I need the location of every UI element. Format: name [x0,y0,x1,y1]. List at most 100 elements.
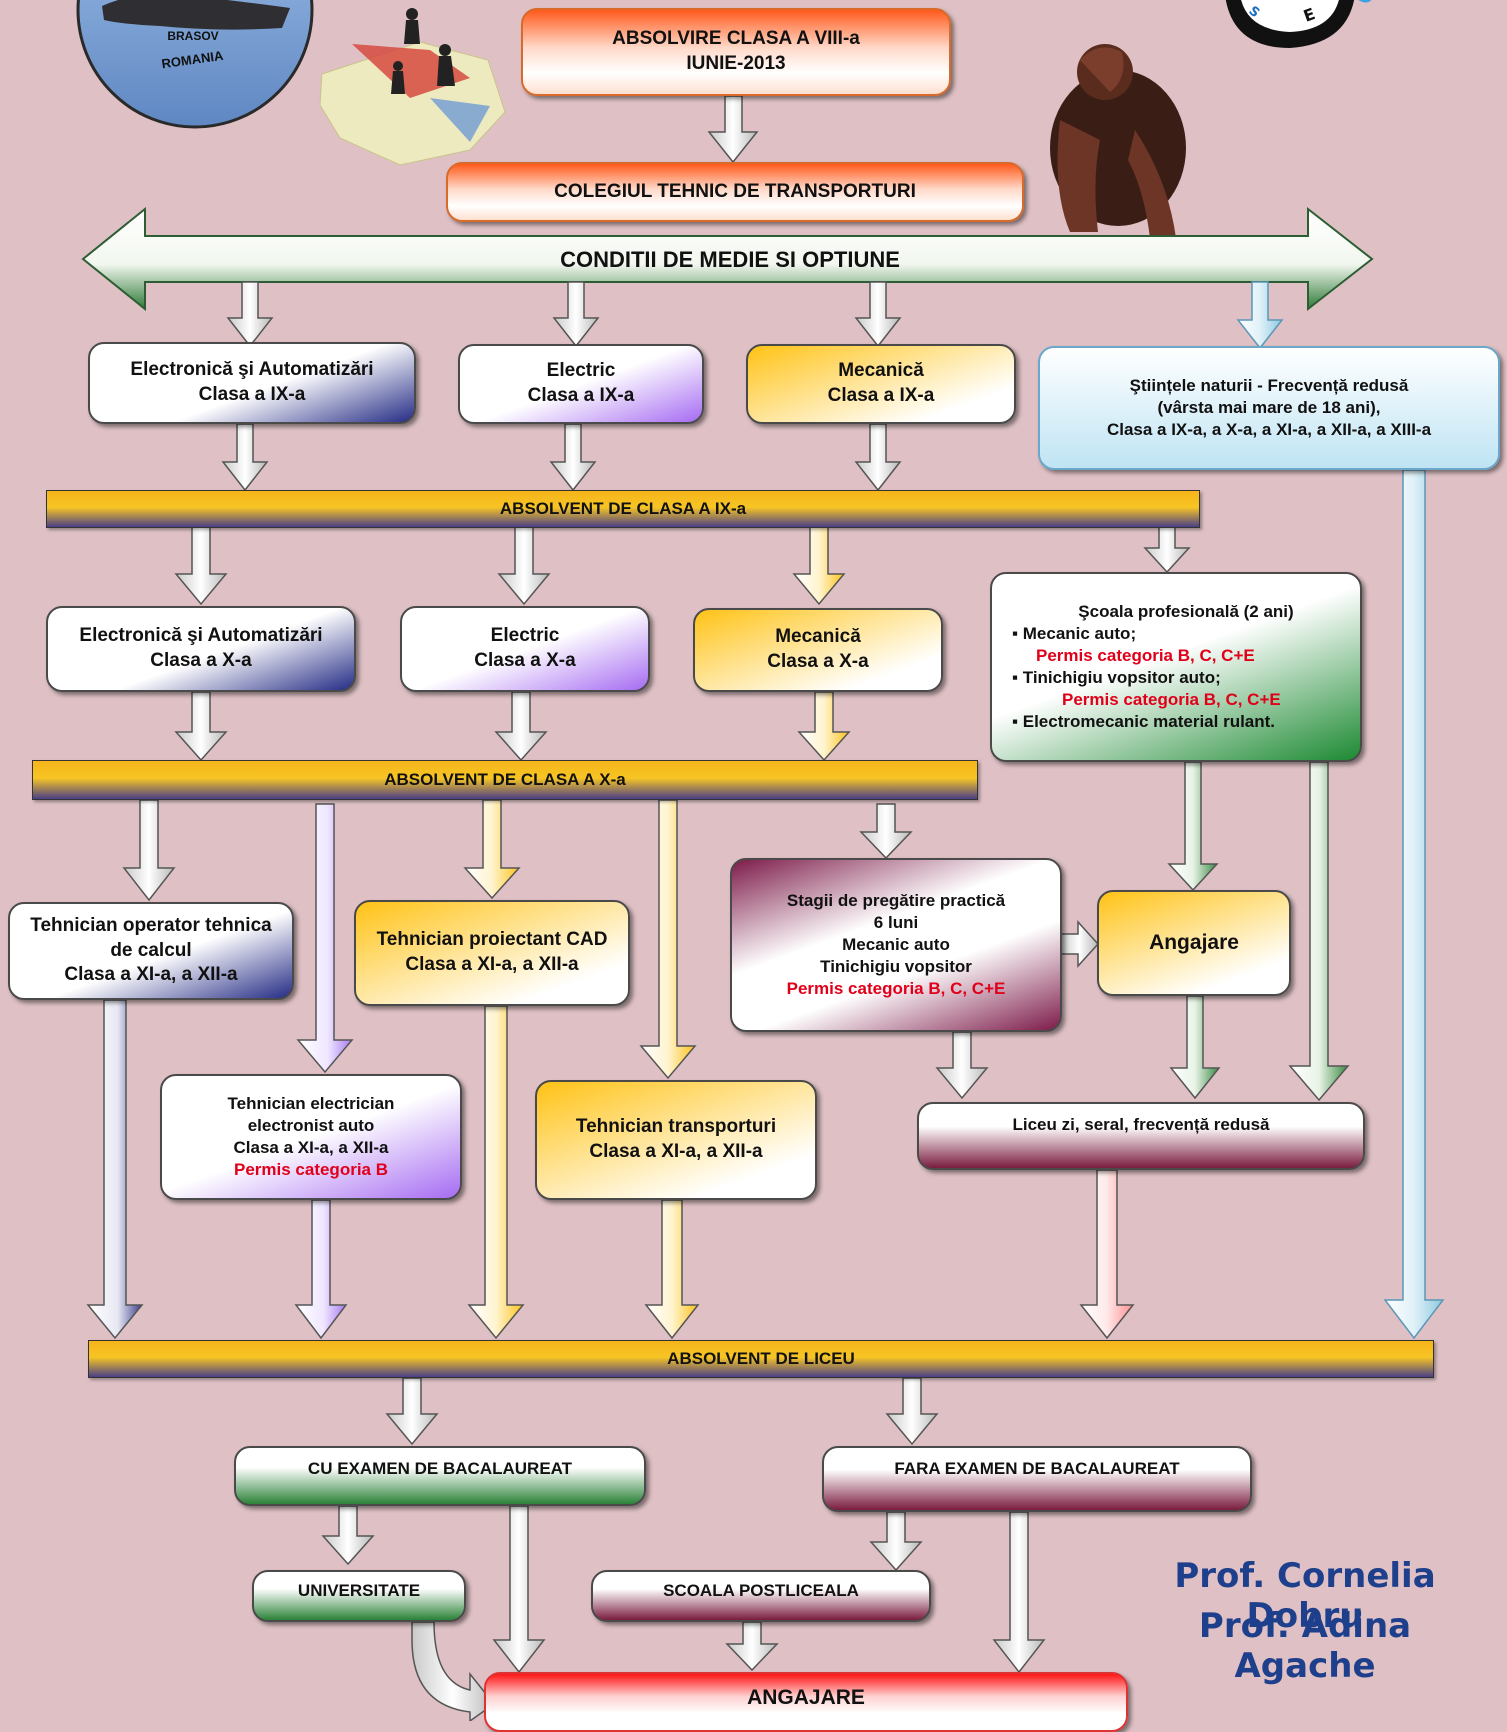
electronics-10-box: Electronică şi Automatizări Clasa a X-a [46,606,356,692]
sciences-box: Ştiințele naturii - Frecvență redusă (vâ… [1038,346,1500,470]
electric-9-box: Electric Clasa a IX-a [458,344,704,424]
sciences-classes: Clasa a IX-a, a X-a, a XI-a, a XII-a, a … [1106,420,1432,440]
electronics-10-class: Clasa a X-a [150,650,252,671]
arrow-band9-to-electric10 [497,526,551,606]
electrician-class: Clasa a XI-a, a XII-a [233,1138,389,1157]
employment-label: Angajare [1149,931,1239,955]
electrician-permit: Permis categoria B [233,1160,388,1180]
internship-permit: Permis categoria B, C, C+E [786,979,1006,999]
transport-technician-box: Tehnician transporturi Clasa a XI-a, a X… [535,1080,817,1200]
arrow-to-electric-9 [552,281,600,348]
arrow-band10-to-cad [463,799,521,900]
logo-city-text: BRASOV [167,29,218,43]
operator-technician-box: Tehnician operator tehnica de calcul Cla… [8,902,294,1000]
vocational-permit-2: Permis categoria B, C, C+E [1062,690,1281,710]
final-employment-box: ANGAJARE [484,1672,1128,1732]
sciences-title: Ştiințele naturii - Frecvență redusă [1129,375,1409,395]
mechanics-10-title: Mecanică [775,626,861,648]
vocational-title: Şcoala profesională (2 ani) [1078,601,1294,621]
arrow-angajare-to-highschool [1169,995,1221,1100]
arrow-band9-to-mechanics10 [792,526,846,606]
electric-10-box: Electric Clasa a X-a [400,606,650,692]
arrow-cad-to-lyceum [467,1005,525,1340]
transport-title: Tehnician transporturi [575,1116,777,1138]
arrow-to-electronics-9 [226,281,274,348]
compass-icon: E S [1225,0,1372,48]
electric-9-class: Clasa a IX-a [527,385,635,406]
cad-technician-box: Tehnician proiectant CAD Clasa a XI-a, a… [354,900,630,1006]
arrow-electric9-to-band [549,423,597,492]
electrician-title: Tehnician electrician [227,1093,395,1113]
internship-mechanic: Mecanic auto [842,934,950,954]
arrow-band9-to-electronics10 [174,526,228,606]
graduation-box: ABSOLVIRE CLASA A VIII-a IUNIE-2013 [521,8,951,96]
arrow-mechanics10-to-band [797,691,851,762]
band-grade-9: ABSOLVENT DE CLASA A IX-a [46,490,1200,528]
postsecondary-label: SCOALA POSTLICEALA [663,1581,859,1600]
operator-class: Clasa a XI-a, a XII-a [64,964,238,986]
band-grade-9-label: ABSOLVENT DE CLASA A IX-a [499,499,747,518]
bac-yes-box: CU EXAMEN DE BACALAUREAT [234,1446,646,1506]
mechanics-10-box: Mecanică Clasa a X-a [693,608,943,692]
bac-yes-label: CU EXAMEN DE BACALAUREAT [307,1459,573,1478]
highschool-box: Liceu zi, seral, frecvență redusă [917,1102,1365,1170]
electronics-9-box: Electronică şi Automatizări Clasa a IX-a [88,342,416,424]
logo-badge-icon: BRASOV ROMANIA [76,0,314,129]
arrow-to-sciences [1236,281,1284,350]
electronics-10-title: Electronică şi Automatizări [79,625,323,647]
college-box: COLEGIUL TEHNIC DE TRANSPORTURI [446,162,1024,222]
arrow-electronics9-to-band [221,423,269,492]
electrician-subtitle: electronist auto [247,1115,375,1135]
vocational-item-bodywork: ▪ Tinichigiu vopsitor auto; [1012,668,1221,687]
college-name: COLEGIUL TEHNIC DE TRANSPORTURI [554,180,916,202]
arrow-internship-to-highschool [935,1031,989,1100]
sciences-age: (vârsta mai mare de 18 ani), [1157,397,1381,417]
internship-title: Stagii de pregătire practică [786,890,1006,910]
arrow-mechanics9-to-band [854,423,902,492]
arrow-vocational-to-highschool [1288,761,1350,1102]
conditions-double-arrow [81,206,1374,312]
university-box: UNIVERSITATE [252,1570,466,1622]
band-grade-10-label: ABSOLVENT DE CLASA A X-a [384,770,626,789]
arrow-bac-no-to-final [992,1511,1046,1674]
cad-title: Tehnician proiectant CAD [376,929,608,951]
arrow-transport-to-lyceum [644,1199,700,1340]
bac-no-box: FARA EXAMEN DE BACALAUREAT [822,1446,1252,1512]
author-2: Prof. Adina Agache [1198,1606,1412,1686]
arrow-bac-yes-to-final [492,1505,546,1674]
mechanics-9-class: Clasa a IX-a [827,385,935,406]
arrow-band10-to-transport [639,799,697,1080]
arrow-postsecondary-to-final [725,1621,779,1672]
thinker-statue-icon [1050,44,1186,238]
arrow-highschool-to-lyceum [1079,1169,1135,1340]
conditions-label: CONDITII DE MEDIE SI OPTIUNE [560,247,900,272]
arrow-sciences-to-lyceum [1383,469,1445,1340]
graduation-date: IUNIE-2013 [686,53,786,74]
band-grade-10: ABSOLVENT DE CLASA A X-a [32,760,978,800]
arrow-lyceum-to-bac-yes [385,1377,439,1446]
arrow-university-to-final [411,1621,496,1721]
band-lyceum-label: ABSOLVENT DE LICEU [667,1349,855,1368]
operator-subtitle: de calcul [110,939,192,961]
arrow-band10-to-electrician [296,803,354,1074]
vocational-permit-1: Permis categoria B, C, C+E [1036,645,1255,665]
employment-box: Angajare [1097,890,1291,996]
band-lyceum: ABSOLVENT DE LICEU [88,1340,1434,1378]
graduation-title: ABSOLVIRE CLASA A VIII-a [612,28,860,50]
arrow-header-to-college [707,95,759,164]
arrow-to-mechanics-9 [854,281,902,348]
mechanics-9-title: Mecanică [838,360,924,382]
electric-10-class: Clasa a X-a [474,650,576,671]
business-people-map-icon [319,8,506,166]
arrow-internship-to-angajare [1059,920,1100,968]
arrow-vocational-to-angajare [1167,761,1219,892]
internship-bodywork: Tinichigiu vopsitor [820,957,972,977]
electronics-9-title: Electronică şi Automatizări [130,359,374,381]
arrow-lyceum-to-bac-no [885,1377,939,1446]
arrow-band9-to-vocational [1143,526,1191,574]
electric-10-title: Electric [490,625,560,647]
arrow-to-internship [859,803,913,860]
arrow-operator-to-lyceum [86,999,144,1340]
university-label: UNIVERSITATE [297,1581,421,1600]
